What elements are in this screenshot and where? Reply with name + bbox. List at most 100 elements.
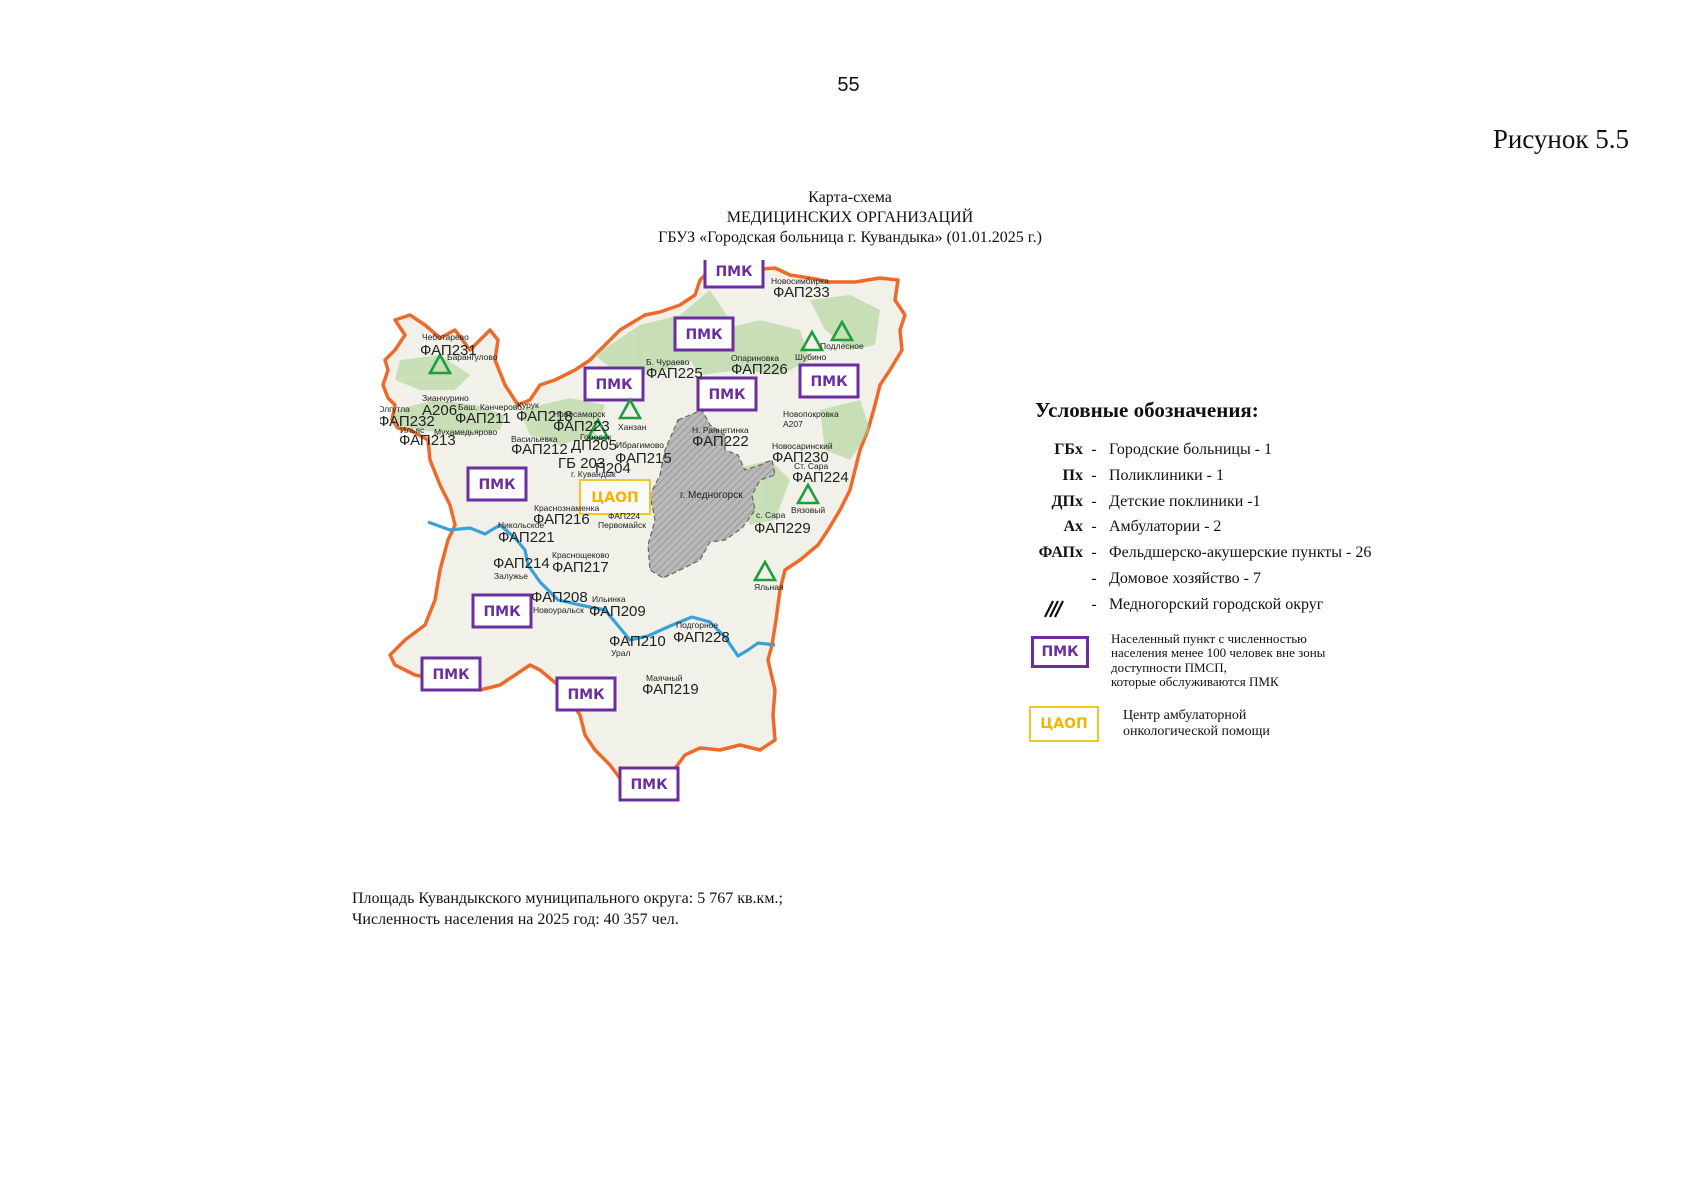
figure-label: Рисунок 5.5	[1492, 124, 1629, 154]
place-label: Новопокровка	[783, 409, 839, 419]
district-map: ПМК ПМК ПМК ПМК ПМК ПМК ПМК ПМК ПМК ПМК …	[380, 260, 907, 802]
district-boundary	[381, 263, 907, 797]
place-label: Н. Раннетинка	[692, 425, 749, 435]
fap-label: ФАП228	[673, 629, 730, 646]
place-label: Васильевка	[511, 434, 558, 444]
pmk-marker: ПМК	[471, 593, 533, 629]
legend-desc: Детские поклиники -1	[1109, 492, 1261, 510]
map-title: Карта-схема МЕДИЦИНСКИХ ОРГАНИЗАЦИЙ ГБУЗ…	[600, 188, 1100, 248]
fap-label: ФАП231	[420, 342, 477, 359]
pmk-legend-line: Населенный пункт с численностью	[1111, 630, 1307, 646]
pmk-markers: ПМК ПМК ПМК ПМК ПМК ПМК ПМК ПМК ПМК ПМК	[420, 260, 860, 802]
fap-label: ФАП210	[609, 633, 666, 650]
legend-item: - Медногорский городской округ	[1035, 596, 1555, 622]
fap-label: ФАП215	[615, 450, 672, 467]
fap-label: ФАП225	[646, 365, 703, 382]
place-label: Шубино	[795, 352, 826, 362]
place-label: Мухамедьярово	[434, 427, 498, 437]
legend-abbr: Пх	[1062, 466, 1083, 484]
pmk-legend-text: Населенный пункт с численностью населени…	[1111, 630, 1325, 690]
place-label: Б. Чураево	[646, 357, 690, 367]
place-label: г. Медногорск	[680, 490, 743, 501]
legend-abbr: Ах	[1063, 518, 1083, 536]
hatch-icon	[1044, 600, 1064, 618]
facility-label: П204	[595, 460, 631, 477]
fap-label: ФАП208	[531, 589, 588, 606]
pmk-marker: ПМК	[618, 766, 680, 802]
place-label: Краснознаменка	[534, 503, 599, 513]
legend-title: Условные обозначения:	[1035, 398, 1259, 422]
place-label: г. Кувандык	[571, 469, 616, 479]
pmk-marker: ПМК	[466, 466, 528, 502]
legend: Условные обозначения: ГБх - Городские бо…	[1029, 398, 1555, 758]
svg-text:ПМК: ПМК	[685, 327, 723, 343]
place-label: Подгорное	[676, 620, 718, 630]
household-triangle-icon	[617, 397, 643, 420]
facility-label: ДП205	[571, 437, 617, 454]
place-label: Юлгутла	[380, 404, 410, 414]
legend-desc: Городские больницы - 1	[1109, 441, 1273, 458]
legend-dash: -	[1091, 569, 1097, 587]
place-label: Новосаринский	[772, 441, 833, 451]
legend-dash: -	[1091, 466, 1097, 484]
facility-label: ГБ 203	[558, 455, 605, 472]
household-triangle-icon	[829, 319, 855, 342]
place-label: Ибрагимово	[616, 440, 664, 450]
fap-label: ФАП219	[642, 681, 699, 698]
svg-text:ПМК: ПМК	[708, 387, 746, 403]
fap-label: ФАП232	[380, 413, 435, 430]
household-triangle-icon	[795, 482, 821, 505]
fap-label: ФАП230	[772, 449, 829, 466]
area-note: Площадь Кувандыкского муниципального окр…	[352, 890, 783, 907]
household-triangle-icon	[585, 417, 611, 440]
place-label: Вязовый	[791, 505, 825, 515]
ural-river	[427, 520, 776, 658]
fap-label: ФАП212	[511, 441, 568, 458]
legend-dash: -	[1091, 441, 1097, 458]
legend-dash: -	[1091, 544, 1097, 562]
place-label: Подлесное	[820, 341, 864, 351]
place-label: Баш. Канчерово	[458, 402, 522, 412]
place-label: Залужье	[494, 571, 528, 581]
svg-text:ПМК: ПМК	[715, 264, 753, 280]
pmk-marker: ПМК	[420, 656, 482, 692]
mednogorsk-enclave	[647, 409, 776, 579]
household-triangle-icon	[799, 329, 825, 352]
place-label: Маячный	[646, 673, 683, 683]
fap-label: ФАП224	[792, 469, 849, 486]
place-label: Ильяс	[400, 425, 425, 435]
place-label: Новосимбирка	[771, 276, 829, 286]
place-label: Краснощеково	[552, 550, 610, 560]
fap-label: ФАП209	[589, 603, 646, 620]
place-label: Опариновка	[731, 353, 779, 363]
fap-label: ФАП218	[516, 408, 573, 425]
household-triangle-icon	[752, 559, 778, 582]
place-label: с. Сара	[756, 510, 786, 520]
population-note: Численность населения на 2025 год: 40 35…	[352, 911, 679, 928]
legend-item: Пх - Поликлиники - 1	[1035, 467, 1555, 493]
pmk-marker: ПМК	[555, 676, 617, 712]
legend-item: ГБх - Городские больницы - 1	[1035, 441, 1555, 467]
household-markers	[427, 319, 855, 582]
tsaop-legend-line: онкологической помощи	[1123, 723, 1270, 739]
svg-text:ПМК: ПМК	[483, 604, 521, 620]
legend-item: Ах - Амбулатории - 2	[1035, 518, 1555, 544]
legend-desc: Поликлиники - 1	[1109, 466, 1224, 484]
tsaop-legend-line: Центр амбулаторной	[1123, 707, 1247, 723]
tsaop-legend-text: Центр амбулаторной онкологической помощи	[1123, 708, 1270, 740]
legend-item: ФАПх - Фельдшерско-акушерские пункты - 2…	[1035, 544, 1555, 570]
pmk-marker: ПМК	[696, 376, 758, 412]
pmk-marker: ПМК	[703, 260, 765, 289]
map-title-line2: МЕДИЦИНСКИХ ОРГАНИЗАЦИЙ	[726, 209, 974, 226]
tsaop-marker: ЦАОП	[579, 479, 651, 515]
place-label: Никольское	[498, 520, 544, 530]
place-label: Барангулово	[447, 352, 498, 362]
fap-label: ФАП221	[498, 529, 555, 546]
svg-text:ПМК: ПМК	[810, 374, 848, 390]
place-label: Ханзан	[618, 422, 647, 432]
legend-desc: Домовое хозяйство - 7	[1109, 569, 1261, 587]
legend-desc: Фельдшерско-акушерские пункты - 26	[1109, 544, 1372, 562]
fap-label: ФАП216	[533, 511, 590, 528]
svg-text:ЦАОП: ЦАОП	[591, 490, 638, 506]
legend-abbr: ДПх	[1051, 492, 1083, 510]
